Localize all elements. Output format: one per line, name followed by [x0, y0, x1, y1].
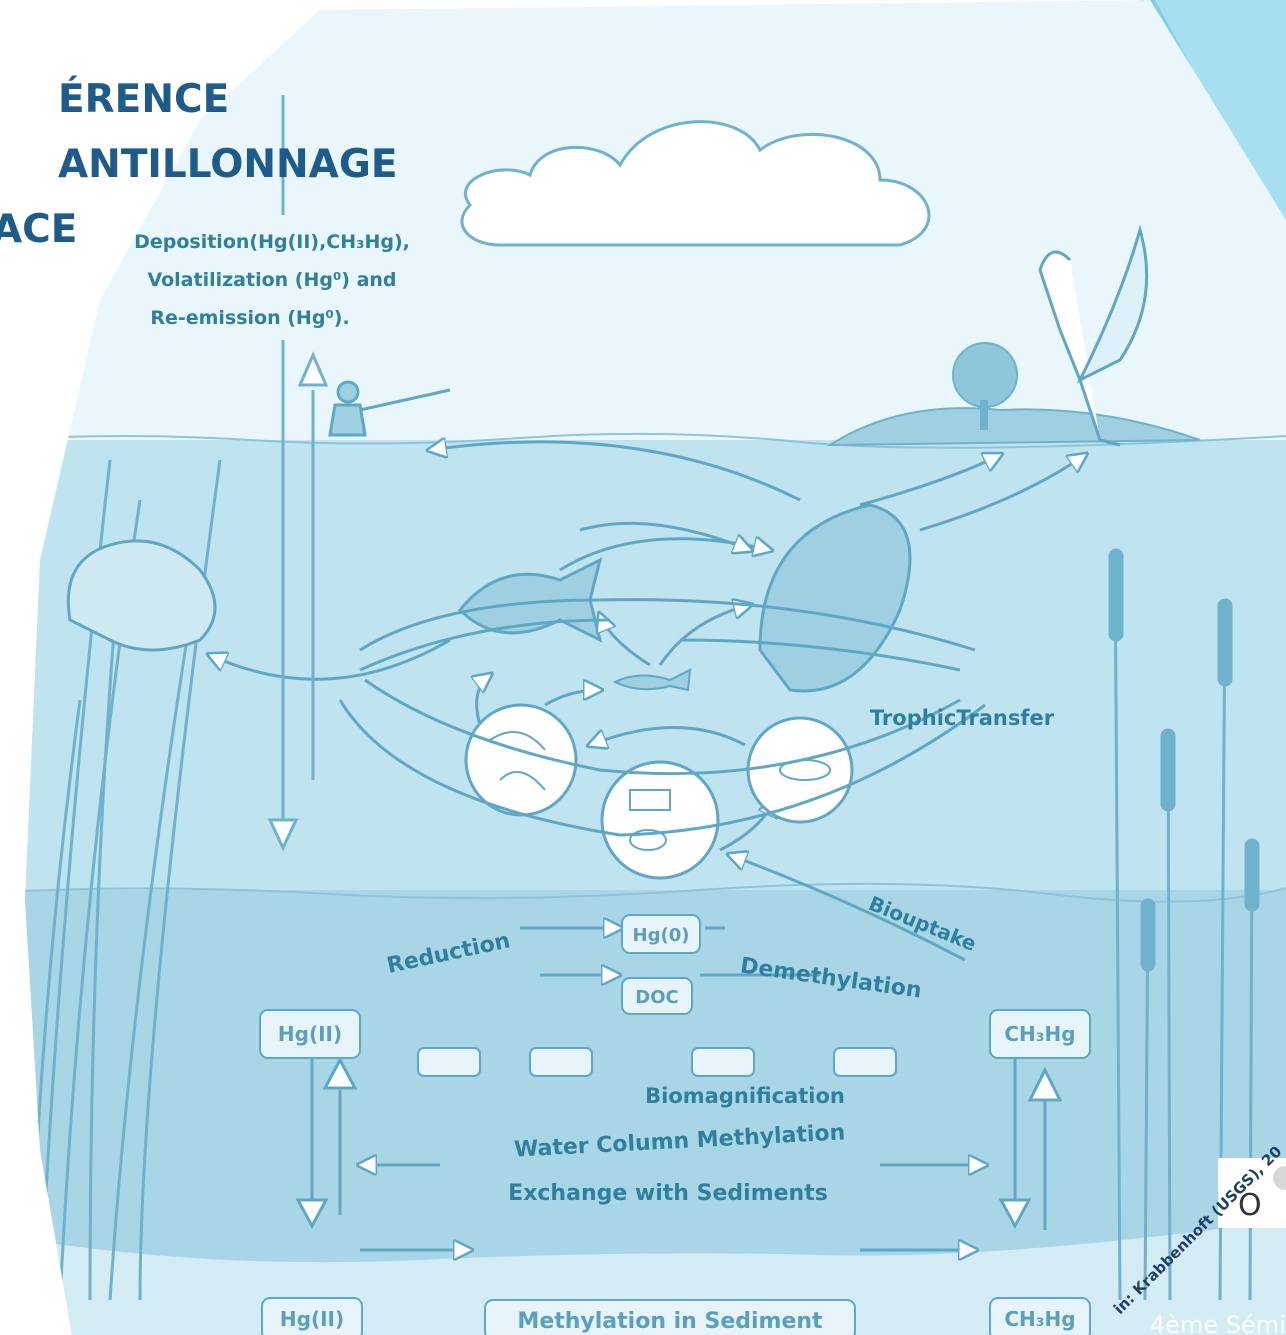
- hg2-water-box: [259, 1009, 361, 1059]
- exchange-with-sediments-label: Exchange with Sediments: [508, 1181, 828, 1206]
- deposition-label-line-3: Re-emission (Hg⁰).: [150, 307, 349, 329]
- biomagnification-label: Biomagnification: [645, 1084, 845, 1108]
- hg2-sediment-label: Hg(II): [280, 1307, 344, 1331]
- biomagnification-chain: [417, 1047, 897, 1077]
- deposition-label-line-2: Volatilization (Hg⁰) and: [147, 269, 396, 291]
- logo-fragment: O: [1218, 1158, 1286, 1228]
- footer-fragment: 4ème Sémi: [1150, 1311, 1286, 1335]
- doc-box: [621, 977, 693, 1015]
- cloud: [460, 120, 931, 247]
- trophic-transfer-label: TrophicTransfer: [870, 706, 1055, 730]
- thermocline: [25, 882, 1286, 903]
- slide-title-line-1: ÉRENCE: [58, 75, 229, 122]
- hg2-water-label: Hg(II): [278, 1022, 342, 1046]
- ch3hg-sediment-label: CH₃Hg: [1004, 1307, 1075, 1331]
- animal-left: [66, 539, 217, 652]
- methylation-in-sediment-label: Methylation in Sediment: [517, 1309, 823, 1334]
- slide-title-line-3: ACE: [0, 207, 77, 252]
- logo-letter: O: [1238, 1188, 1262, 1223]
- fish-small: [612, 668, 692, 692]
- water-surface: [25, 432, 1286, 449]
- ch3hg-sediment-box: [989, 1297, 1091, 1335]
- deposition-label-line-1: Deposition(Hg(II),CH₃Hg),: [134, 231, 410, 253]
- atmosphere-exchange-arrows: [267, 95, 329, 852]
- plankton-circle-2: [600, 760, 720, 880]
- tree-trunk: [980, 400, 988, 430]
- hg2-sediment-box: [261, 1297, 363, 1335]
- hg0-label: Hg(0): [633, 925, 690, 946]
- hg0-box: [621, 914, 701, 954]
- slide-title-line-2: ANTILLONNAGE: [58, 142, 398, 187]
- ch3hg-water-box: [989, 1009, 1091, 1059]
- doc-label: DOC: [635, 987, 678, 1008]
- heron-illustration: [1038, 224, 1149, 447]
- cycle-arrows: [295, 598, 1063, 1250]
- accent-panel-light: [1155, 0, 1286, 300]
- tree: [952, 342, 1018, 408]
- plankton-circle-3: [746, 716, 854, 824]
- ch3hg-water-label: CH₃Hg: [1004, 1022, 1075, 1046]
- island: [826, 407, 1201, 447]
- methylation-sediment-box: [484, 1299, 856, 1335]
- fisherman-illustration: [328, 380, 451, 437]
